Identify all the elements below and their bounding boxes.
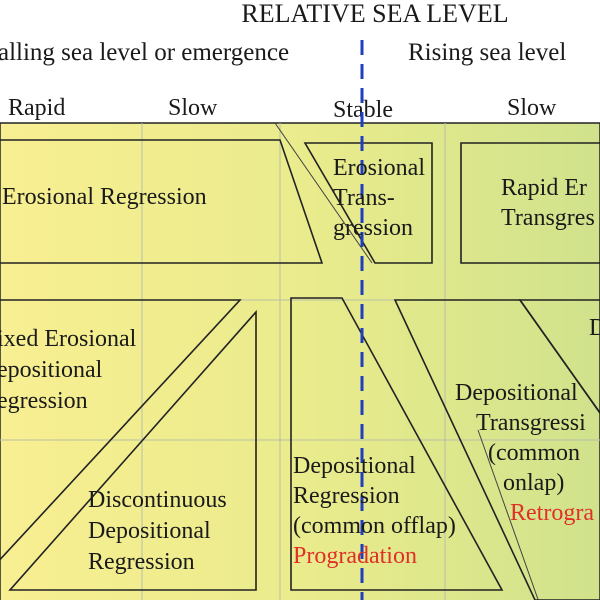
erosional-regression-field	[0, 139, 324, 264]
diagram-panel	[0, 122, 600, 600]
discontinuous-regression-field	[8, 309, 257, 591]
progradation-label: Progradation	[293, 543, 417, 569]
depositional-regression-line-2: Regression	[293, 483, 400, 509]
depositional-regression-line-1: Depositional	[293, 453, 416, 479]
rate-slow-rise: Slow	[507, 95, 557, 121]
depositional-regression-field	[290, 297, 504, 591]
depositional-transgression-field	[393, 299, 600, 600]
rising-sea-level-label: Rising sea level	[408, 39, 566, 66]
erosional-transgression-line-3: gression	[333, 215, 413, 241]
stable-diagonal-line	[274, 122, 373, 264]
depositional-transgression-line-2: Transgressi	[476, 410, 586, 436]
discontinuous-regression-line-2: Depositional	[88, 518, 211, 544]
discontinuous-regression-line-3: Regression	[88, 549, 195, 575]
mixed-regression-line-2: epositional	[0, 357, 103, 383]
mixed-regression-field	[0, 299, 242, 561]
lower-right-diagonal	[477, 429, 539, 600]
rate-slow-fall: Slow	[168, 95, 218, 121]
depositional-transgression-line-3: (common	[488, 440, 580, 466]
mixed-regression-line-1: ixed Erosional	[0, 326, 137, 352]
erosional-transgression-line-2: Trans-	[333, 185, 395, 211]
rapid-erosional-transgression-line-2: Transgres	[501, 205, 595, 231]
depositional-transgression-line-4: onlap)	[503, 470, 564, 496]
falling-sea-level-label: alling sea level or emergence	[0, 39, 289, 66]
depositional-transgression-line-1: Depositional	[455, 380, 578, 406]
partial-field	[518, 299, 600, 415]
depositional-regression-line-3: (common offlap)	[293, 513, 456, 539]
erosional-transgression-field	[303, 142, 433, 264]
mixed-regression-line-3: egression	[0, 388, 88, 414]
retrogradation-label: Retrogra	[510, 500, 594, 526]
diagram-title: RELATIVE SEA LEVEL	[241, 0, 508, 28]
discontinuous-regression-line-1: Discontinuous	[88, 487, 227, 513]
rapid-erosional-transgression-field	[460, 142, 600, 264]
rate-rapid-fall: Rapid	[8, 95, 65, 121]
rapid-erosional-transgression-line-1: Rapid Er	[501, 175, 587, 201]
erosional-regression-label: Erosional Regression	[2, 184, 207, 210]
partial-field-label: D	[589, 315, 600, 341]
erosional-transgression-line-1: Erosional	[333, 155, 425, 181]
